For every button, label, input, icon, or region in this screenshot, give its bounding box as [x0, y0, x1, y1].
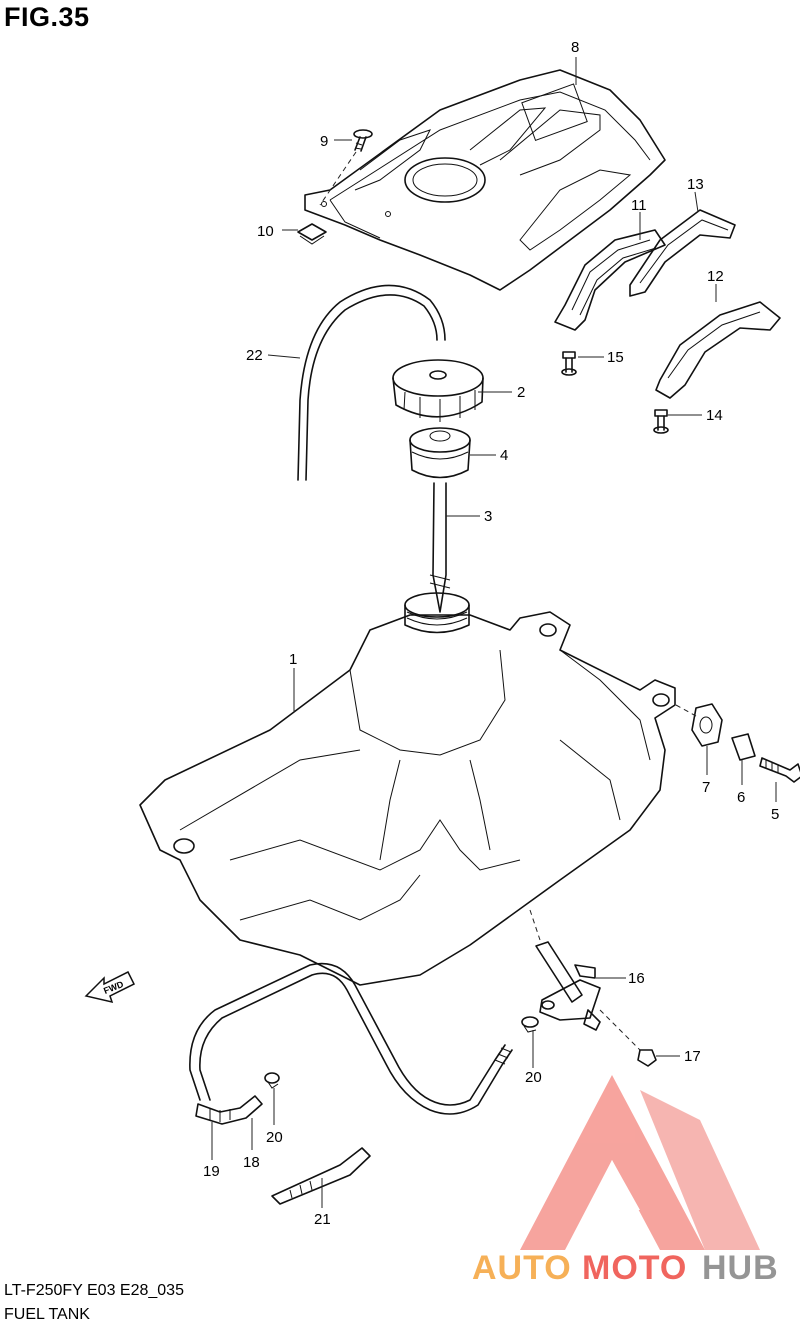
callout-12: 12: [707, 268, 724, 285]
part-9-screw: [353, 129, 373, 152]
part-11-bracket: [554, 229, 666, 331]
callout-17: 17: [684, 1048, 701, 1065]
watermark-logo: [520, 1075, 760, 1250]
part-7-grommet: [691, 703, 723, 747]
callout-9: 9: [320, 133, 328, 150]
part-5-bolt: [759, 757, 800, 783]
part-20-clip-left: [264, 1072, 280, 1089]
part-4-cap-gasket: [409, 427, 471, 479]
callout-7: 7: [702, 779, 710, 796]
callout-3: 3: [484, 508, 492, 525]
part-15-bolt: [561, 351, 577, 376]
leader-lines: [211, 57, 777, 1208]
callout-18: 18: [243, 1154, 260, 1171]
callout-19: 19: [203, 1163, 220, 1180]
callout-22: 22: [246, 347, 263, 364]
callout-2: 2: [517, 384, 525, 401]
callout-13: 13: [687, 176, 704, 193]
callout-numbers: 8 9 10 11 13 12 15 14 22 2 4 3 1 7 6 5 1…: [203, 39, 779, 1228]
part-18-hose-elbow: [195, 1095, 263, 1125]
model-code-label: LT-F250FY E03 E28_035: [4, 1282, 184, 1299]
section-name-label: FUEL TANK: [4, 1306, 90, 1323]
callout-11: 11: [631, 197, 647, 214]
part-19-fuel-hose: [189, 962, 513, 1115]
callout-21: 21: [314, 1211, 331, 1228]
callout-8: 8: [571, 39, 579, 56]
callout-16: 16: [628, 970, 645, 987]
watermark-text-hub: HUB: [702, 1249, 779, 1287]
part-6-collar: [731, 733, 756, 761]
part-3-fuel-strainer: [429, 482, 451, 613]
watermark-text-moto: MOTO: [582, 1249, 687, 1287]
callout-1: 1: [289, 651, 297, 668]
figure-title: FIG.35: [4, 2, 90, 32]
part-16-fuel-cock: [535, 941, 601, 1031]
callout-20-left: 20: [266, 1129, 283, 1146]
callout-5: 5: [771, 806, 779, 823]
part-21-fuel-gauge-strap: [271, 1147, 371, 1205]
callout-14: 14: [706, 407, 723, 424]
callout-6: 6: [737, 789, 745, 806]
callout-15: 15: [607, 349, 624, 366]
part-8-tank-cover: [304, 69, 666, 291]
part-22-breather-hose: [297, 284, 446, 481]
part-20-clip-right: [521, 1016, 539, 1033]
part-2-fuel-cap: [392, 359, 484, 422]
fwd-arrow: FWD: [84, 970, 136, 1004]
part-14-bolt: [653, 409, 669, 434]
part-13-bracket: [629, 209, 736, 297]
callout-4: 4: [500, 447, 508, 464]
part-10-clip-nut: [297, 223, 327, 245]
callout-10: 10: [257, 223, 274, 240]
part-1-fuel-tank: [139, 592, 676, 986]
part-17-screw: [637, 1049, 657, 1067]
callout-20-right: 20: [525, 1069, 542, 1086]
part-12-bracket: [655, 301, 781, 399]
watermark-text-auto: AUTO: [472, 1249, 572, 1287]
